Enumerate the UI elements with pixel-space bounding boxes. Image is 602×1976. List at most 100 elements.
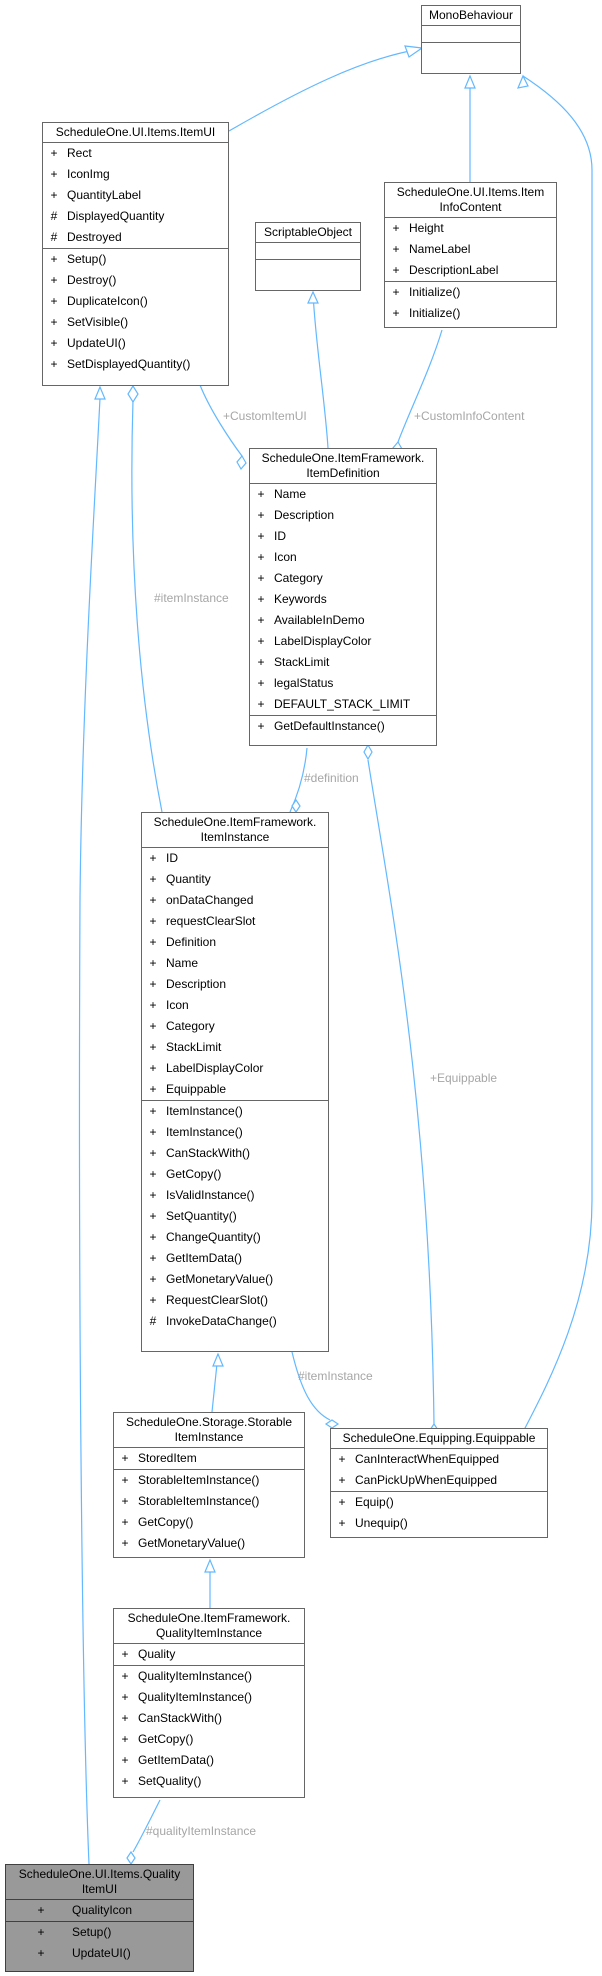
class-box-itemdefinition[interactable]: ScheduleOne.ItemFramework. ItemDefinitio… — [249, 448, 437, 746]
member-row: +Height — [385, 218, 556, 239]
edge-itemdefinition-itemui — [199, 384, 243, 457]
visibility-marker: # — [50, 209, 58, 223]
member-row: +AvailableInDemo — [250, 610, 436, 631]
visibility-marker: + — [149, 1293, 157, 1307]
visibility-marker: + — [149, 1230, 157, 1244]
member-row: +RequestClearSlot() — [142, 1290, 328, 1311]
edge-label-item-instance-equip: #itemInstance — [298, 1369, 373, 1383]
attributes-section: +CanInteractWhenEquipped+CanPickUpWhenEq… — [331, 1448, 547, 1491]
visibility-marker: + — [50, 167, 58, 181]
member-row: +QualityItemInstance() — [114, 1666, 304, 1687]
visibility-marker: + — [121, 1536, 129, 1550]
visibility-marker: + — [392, 306, 400, 320]
edge-iteminstance-equippable — [291, 1351, 331, 1421]
class-title: ScheduleOne.Storage.Storable ItemInstanc… — [125, 1415, 293, 1444]
member-row: +StackLimit — [142, 1037, 328, 1058]
member-name: NameLabel — [409, 242, 471, 256]
operations-section: +GetDefaultInstance() — [250, 715, 436, 737]
visibility-marker: + — [257, 676, 265, 690]
visibility-marker: + — [392, 285, 400, 299]
member-row: +GetCopy() — [142, 1164, 328, 1185]
member-row: +Initialize() — [385, 282, 556, 303]
visibility-marker: # — [50, 230, 58, 244]
class-box-monobehaviour[interactable]: MonoBehaviour — [421, 5, 521, 74]
member-name: legalStatus — [274, 676, 334, 690]
member-row: +LabelDisplayColor — [142, 1058, 328, 1079]
member-row: +Category — [250, 568, 436, 589]
member-row: +CanStackWith() — [114, 1708, 304, 1729]
visibility-marker: + — [37, 1946, 45, 1960]
member-row: #DisplayedQuantity — [43, 206, 228, 227]
visibility-marker: + — [257, 592, 265, 606]
visibility-marker: + — [149, 1272, 157, 1286]
class-box-storableiteminstance[interactable]: ScheduleOne.Storage.Storable ItemInstanc… — [113, 1412, 305, 1558]
edge-itemdefinition-iteminfocontent — [397, 329, 443, 443]
edge-itemui-iteminstance — [131, 399, 163, 813]
member-name: CanPickUpWhenEquipped — [355, 1473, 498, 1487]
diamond-qualityitemui — [126, 1850, 136, 1866]
visibility-marker: + — [50, 336, 58, 350]
class-title: ScriptableObject — [263, 225, 353, 239]
member-row: +GetMonetaryValue() — [114, 1533, 304, 1554]
member-name: onDataChanged — [166, 893, 254, 907]
visibility-marker: + — [121, 1647, 129, 1661]
attributes-section: +Rect+IconImg+QuantityLabel#DisplayedQua… — [43, 142, 228, 248]
visibility-marker: + — [149, 872, 157, 886]
edge-label-custom-item-ui: +CustomItemUI — [223, 409, 307, 423]
visibility-marker: + — [50, 294, 58, 308]
visibility-marker: + — [257, 487, 265, 501]
visibility-marker: + — [338, 1516, 346, 1530]
visibility-marker: + — [338, 1473, 346, 1487]
visibility-marker: + — [50, 252, 58, 266]
attributes-section — [256, 242, 360, 259]
member-name: ID — [166, 851, 178, 865]
visibility-marker: + — [392, 263, 400, 277]
member-row: +DEFAULT_STACK_LIMIT — [250, 694, 436, 715]
visibility-marker: + — [121, 1451, 129, 1465]
operations-section: +QualityItemInstance()+QualityItemInstan… — [114, 1665, 304, 1792]
member-row: +UpdateUI() — [43, 333, 228, 354]
attributes-section — [422, 25, 520, 42]
class-box-itemui[interactable]: ScheduleOne.UI.Items.ItemUI +Rect+IconIm… — [42, 122, 229, 386]
arrowhead-monobehaviour-1 — [404, 45, 424, 58]
arrowhead-itemui — [94, 385, 106, 400]
member-row: + ChangeQuantity() — [142, 1227, 328, 1248]
class-box-qualityitemui[interactable]: ScheduleOne.UI.Items.Quality ItemUI +Qua… — [5, 1864, 194, 1972]
operations-section: +Setup()+Destroy()+DuplicateIcon()+SetVi… — [43, 248, 228, 375]
class-box-iteminfocontent[interactable]: ScheduleOne.UI.Items.Item InfoContent +H… — [384, 182, 557, 328]
visibility-marker: + — [149, 914, 157, 928]
member-name: DescriptionLabel — [409, 263, 499, 277]
visibility-marker: + — [257, 697, 265, 711]
member-name: GetCopy() — [166, 1167, 222, 1181]
member-row: +SetQuantity() — [142, 1206, 328, 1227]
member-name: Description — [274, 508, 335, 522]
edge-qualityitemui-itemui — [78, 397, 101, 1865]
member-row: +LabelDisplayColor — [250, 631, 436, 652]
class-box-iteminstance[interactable]: ScheduleOne.ItemFramework. ItemInstance … — [141, 812, 329, 1352]
operations-section — [256, 259, 360, 276]
member-name: CanInteractWhenEquipped — [355, 1452, 500, 1466]
member-name: GetMonetaryValue() — [166, 1272, 274, 1286]
class-box-scriptableobject[interactable]: ScriptableObject — [255, 222, 361, 291]
visibility-marker: + — [121, 1669, 129, 1683]
member-name: StorableItemInstance() — [138, 1494, 260, 1508]
member-row: +Initialize() — [385, 303, 556, 324]
member-name: ChangeQuantity() — [166, 1230, 261, 1244]
class-box-equippable[interactable]: ScheduleOne.Equipping.Equippable +CanInt… — [330, 1428, 548, 1538]
member-name: Unequip() — [355, 1516, 408, 1530]
member-row: + legalStatus — [250, 673, 436, 694]
member-row: +StorableItemInstance() — [114, 1491, 304, 1512]
visibility-marker: + — [392, 221, 400, 235]
member-name: Name — [274, 487, 307, 501]
visibility-marker: + — [121, 1515, 129, 1529]
member-row: +ItemInstance() — [142, 1101, 328, 1122]
member-row: +GetCopy() — [114, 1512, 304, 1533]
member-row: +onDataChanged — [142, 890, 328, 911]
visibility-marker: + — [121, 1774, 129, 1788]
member-name: ItemInstance() — [166, 1104, 243, 1118]
class-box-qualityiteminstance[interactable]: ScheduleOne.ItemFramework. QualityItemIn… — [113, 1608, 305, 1798]
class-title: ScheduleOne.UI.Items.Item InfoContent — [396, 185, 545, 214]
visibility-marker: + — [149, 1146, 157, 1160]
member-row: + GetMonetaryValue() — [142, 1269, 328, 1290]
